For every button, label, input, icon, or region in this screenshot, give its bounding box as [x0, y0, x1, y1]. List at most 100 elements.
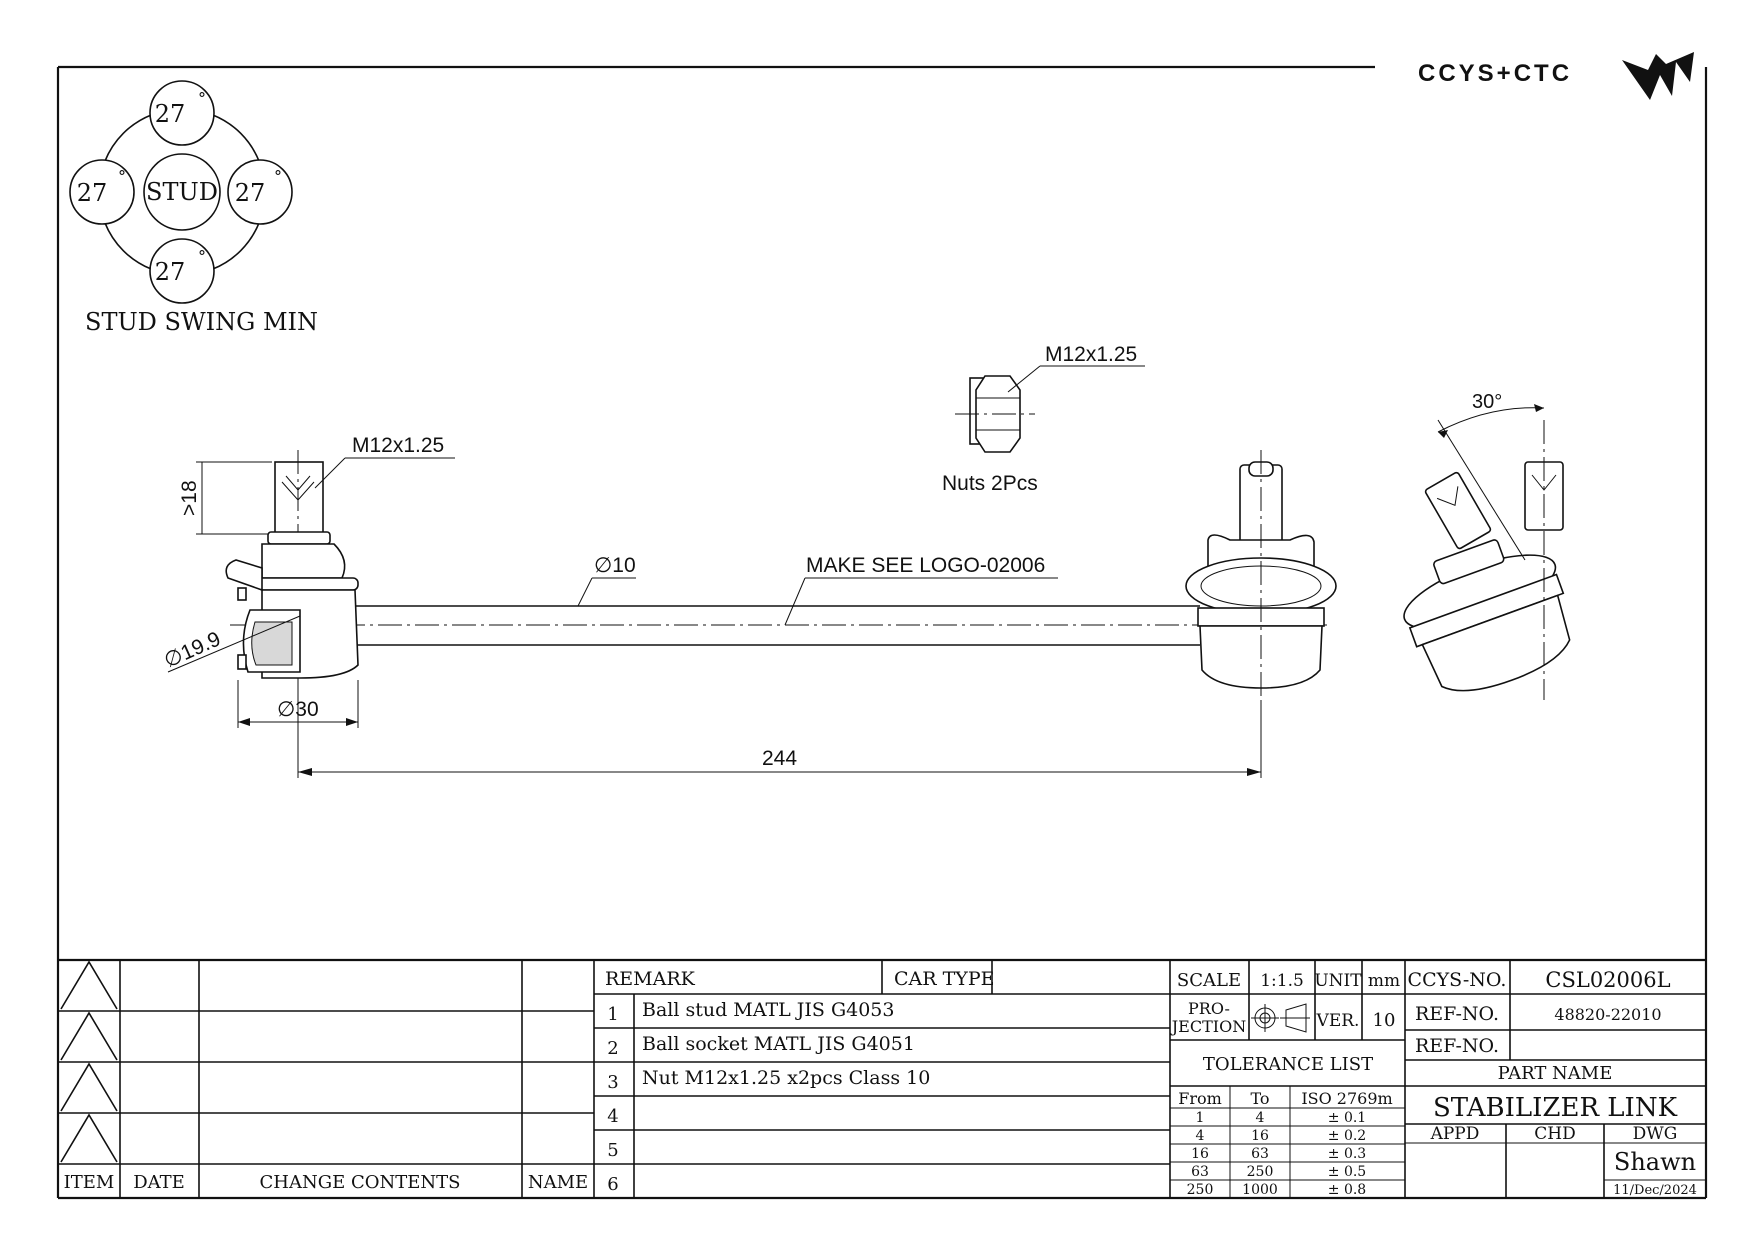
revision-triangles [60, 960, 118, 1163]
tol-cell: ± 0.2 [1328, 1128, 1366, 1144]
swing-left-value: 27 [77, 179, 108, 207]
stud-swing-diagram: STUD 27 ° 27 ° 27 ° 27 ° STUD SWING MIN [69, 80, 318, 336]
ref-no-label: REF-NO. [1415, 1003, 1499, 1025]
rev-header-date: DATE [133, 1172, 185, 1193]
ref-no-value: 48820-22010 [1554, 1005, 1661, 1024]
car-type-label: CAR TYPE [894, 968, 994, 990]
swing-top-value: 27 [155, 100, 186, 128]
remark-label: REMARK [605, 968, 696, 990]
degree-symbol: ° [198, 247, 206, 266]
nut [955, 375, 1035, 453]
rev-header-name: NAME [528, 1172, 588, 1193]
swing-left-circle [69, 159, 135, 225]
socket-diameter-label: ∅19.9 [161, 627, 224, 672]
degree-symbol: ° [118, 167, 126, 186]
stud-length-label: >18 [178, 480, 201, 516]
nut-note-label: Nuts 2Pcs [942, 472, 1038, 495]
tol-cell: 1000 [1242, 1182, 1278, 1198]
angle-dimension: 30° [1472, 391, 1502, 413]
dim-overall-length: 244 [297, 690, 1262, 778]
rev-header-item: ITEM [64, 1172, 115, 1193]
scale-value: 1:1.5 [1260, 971, 1304, 991]
tol-cell: 250 [1187, 1182, 1214, 1198]
part-name-label: PART NAME [1498, 1063, 1613, 1084]
right-ball-joint [1185, 450, 1337, 700]
rod-diameter-label: ∅10 [594, 554, 636, 577]
thread-left-label: M12x1.25 [352, 434, 444, 457]
tol-cell: 63 [1191, 1164, 1209, 1180]
remark-row-no: 1 [607, 1004, 618, 1025]
remark-row-no: 3 [607, 1072, 618, 1093]
tol-cell: 1 [1196, 1110, 1205, 1126]
ccys-no-value: CSL02006L [1545, 968, 1670, 992]
remark-row-no: 2 [607, 1038, 618, 1059]
scale-label: SCALE [1177, 970, 1241, 991]
unit-value: mm [1368, 971, 1400, 991]
tol-cell: ± 0.5 [1328, 1164, 1366, 1180]
title-block: CCYS-NO. CSL02006L REF-NO. 48820-22010 R… [1405, 960, 1706, 1198]
swing-center-label: STUD [146, 178, 218, 206]
tol-cell: 4 [1196, 1128, 1205, 1144]
dim-rod-diameter: ∅10 [577, 554, 636, 607]
thread-nut-label: M12x1.25 [1045, 343, 1137, 366]
swing-center-circle [143, 153, 221, 231]
third-angle-projection-icon [1251, 1003, 1310, 1033]
swing-right-circle [227, 159, 293, 225]
appd-label: APPD [1430, 1124, 1480, 1144]
tolerance-title: TOLERANCE LIST [1203, 1054, 1373, 1075]
brand-emblem-icon [1622, 52, 1694, 100]
swing-right-value: 27 [235, 179, 266, 207]
tol-cell: ± 0.1 [1328, 1110, 1366, 1126]
part-name-value: STABILIZER LINK [1433, 1093, 1678, 1123]
tol-cell: ± 0.8 [1328, 1182, 1366, 1198]
degree-symbol: ° [198, 89, 206, 108]
remark-row-no: 4 [607, 1106, 618, 1127]
rev-header-change: CHANGE CONTENTS [260, 1172, 461, 1193]
remark-row-no: 6 [607, 1174, 618, 1195]
tol-cell: 16 [1251, 1128, 1269, 1144]
swing-bottom-value: 27 [155, 258, 186, 286]
tol-cell: ± 0.3 [1328, 1146, 1366, 1162]
tol-cell: 4 [1256, 1110, 1265, 1126]
drawer-name: Shawn [1614, 1148, 1696, 1176]
drawing-date: 11/Dec/2024 [1613, 1183, 1697, 1198]
ver-value: 10 [1373, 1010, 1396, 1031]
ver-label: VER. [1316, 1011, 1360, 1031]
remark-row-no: 5 [607, 1140, 618, 1161]
remark-row-text: Ball socket MATL JIS G4051 [642, 1033, 915, 1055]
chd-label: CHD [1534, 1124, 1575, 1144]
stabilizer-link-side-view: 30° M12x1.25 M12x1.25 Nuts 2Pcs >18 ∅10 [161, 343, 1571, 778]
stud-swing-label: STUD SWING MIN [85, 308, 318, 336]
tol-header-to: To [1250, 1089, 1269, 1108]
unit-label: UNIT [1314, 971, 1362, 991]
tol-cell: 250 [1247, 1164, 1274, 1180]
swing-top-circle [149, 80, 215, 146]
degree-symbol: ° [274, 167, 282, 186]
ccys-no-label: CCYS-NO. [1408, 969, 1507, 991]
tol-header-from: From [1178, 1089, 1222, 1108]
projection-label: PRO- [1188, 999, 1230, 1018]
remarks-table: REMARK CAR TYPE 1 Ball stud MATL JIS G40… [594, 960, 1171, 1198]
left-ball-joint [225, 450, 359, 690]
spec-block: SCALE 1:1.5 UNIT mm PRO- JECTION VER. 10… [1170, 960, 1406, 1198]
tol-header-iso: ISO 2769m [1301, 1089, 1392, 1108]
dim-logo-note: MAKE SEE LOGO-02006 [784, 554, 1058, 626]
logo-note-label: MAKE SEE LOGO-02006 [806, 554, 1045, 577]
dim-stud-length: >18 [178, 461, 272, 535]
angle-view-ball-joint: 30° [1403, 391, 1571, 700]
tol-cell: 16 [1191, 1146, 1209, 1162]
dim-thread-nut: M12x1.25 Nuts 2Pcs [942, 343, 1145, 495]
dim-thread-left: M12x1.25 [314, 434, 455, 489]
brand-logo: CCYS+CTC [1418, 52, 1694, 100]
ref-no-label: REF-NO. [1415, 1035, 1499, 1057]
overall-length-label: 244 [762, 747, 797, 770]
projection-label: JECTION [1170, 1017, 1246, 1036]
revision-table: ITEM DATE CHANGE CONTENTS NAME [58, 960, 595, 1198]
tol-cell: 63 [1251, 1146, 1269, 1162]
remark-row-text: Ball stud MATL JIS G4053 [642, 999, 894, 1021]
swing-bottom-circle [149, 238, 215, 304]
brand-logo-text: CCYS+CTC [1418, 60, 1572, 87]
dwg-label: DWG [1633, 1124, 1678, 1144]
remark-row-text: Nut M12x1.25 x2pcs Class 10 [642, 1067, 930, 1089]
